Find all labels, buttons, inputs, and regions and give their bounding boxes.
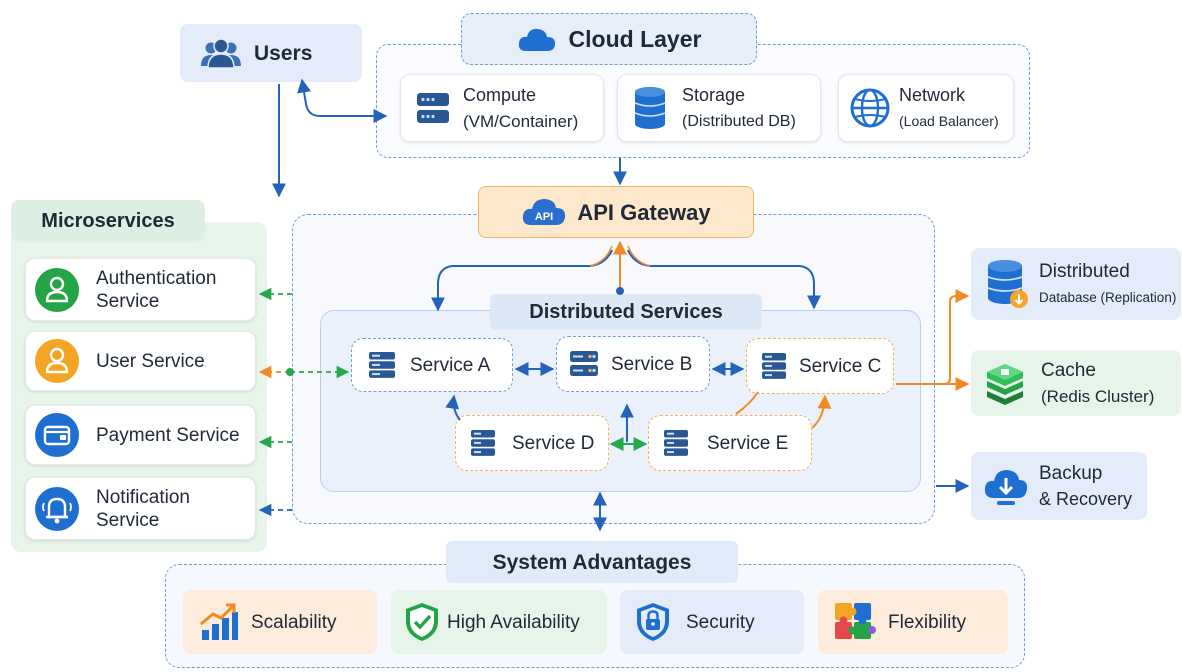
service-d-label: Service D xyxy=(512,432,595,454)
flexibility-label: Flexibility xyxy=(888,611,967,633)
api-gateway-label: API Gateway xyxy=(577,199,711,225)
security-label: Security xyxy=(686,611,755,633)
users-icon xyxy=(198,36,244,70)
growth-chart-icon xyxy=(199,602,239,642)
backup-title: Backup xyxy=(1039,462,1103,484)
high-availability-card[interactable]: High Availability xyxy=(391,590,607,654)
server-icon xyxy=(761,352,787,380)
compute-card[interactable]: Compute (VM/Container) xyxy=(400,74,604,142)
user-service-card[interactable]: User Service xyxy=(25,331,256,391)
distributed-services-header: Distributed Services xyxy=(490,294,762,330)
payment-service-label: Payment Service xyxy=(96,424,240,446)
cloud-icon xyxy=(517,25,557,53)
cloud-download-icon xyxy=(983,466,1029,506)
compute-subtitle: (VM/Container) xyxy=(463,111,579,131)
advantages-title: System Advantages xyxy=(492,550,692,574)
backup-subtitle: & Recovery xyxy=(1039,488,1133,509)
api-badge-text: API xyxy=(535,211,553,223)
server-icon xyxy=(470,429,496,457)
authentication-line2: Service xyxy=(96,290,160,312)
authentication-service-card[interactable]: Authentication Service xyxy=(25,258,256,321)
service-e-node[interactable]: Service E xyxy=(648,415,812,471)
shield-check-icon xyxy=(403,601,441,643)
service-a-node[interactable]: Service A xyxy=(351,338,513,392)
microservices-title: Microservices xyxy=(41,209,175,232)
lock-shield-icon xyxy=(634,601,672,643)
scalability-card[interactable]: Scalability xyxy=(183,590,377,654)
server-icon xyxy=(368,351,396,379)
advantages-header: System Advantages xyxy=(446,541,738,583)
server-icon xyxy=(569,350,599,378)
cloud-layer-header: Cloud Layer xyxy=(461,13,757,65)
network-title: Network xyxy=(899,84,966,105)
distributed-services-title: Distributed Services xyxy=(529,300,723,323)
service-b-node[interactable]: Service B xyxy=(556,336,710,392)
puzzle-icon xyxy=(832,600,878,644)
security-card[interactable]: Security xyxy=(620,590,804,654)
cache-title: Cache xyxy=(1041,359,1096,381)
flexibility-card[interactable]: Flexibility xyxy=(818,590,1008,654)
storage-card[interactable]: Storage (Distributed DB) xyxy=(617,74,821,142)
api-cloud-icon: API xyxy=(521,195,567,229)
wallet-icon xyxy=(34,412,80,458)
users-box[interactable]: Users xyxy=(180,24,362,82)
network-card[interactable]: Network (Load Balancer) xyxy=(838,74,1014,142)
service-d-node[interactable]: Service D xyxy=(455,415,609,471)
redis-stack-icon xyxy=(983,361,1027,405)
service-a-label: Service A xyxy=(410,354,491,376)
notification-line2: Service xyxy=(96,509,160,531)
cache-subtitle: (Redis Cluster) xyxy=(1041,386,1155,406)
authentication-line1: Authentication xyxy=(96,267,217,289)
server-icon xyxy=(415,90,451,126)
service-c-label: Service C xyxy=(799,355,882,377)
storage-subtitle: (Distributed DB) xyxy=(682,112,796,130)
notification-service-card[interactable]: Notification Service xyxy=(25,477,256,540)
microservices-header: Microservices xyxy=(11,200,205,242)
compute-title: Compute xyxy=(463,84,537,105)
bell-icon xyxy=(34,486,80,532)
cloud-layer-title: Cloud Layer xyxy=(568,25,702,52)
payment-service-card[interactable]: Payment Service xyxy=(25,405,256,465)
user-icon xyxy=(34,267,80,313)
service-e-label: Service E xyxy=(707,432,789,454)
backup-recovery-box[interactable]: Backup & Recovery xyxy=(971,452,1147,520)
users-label: Users xyxy=(254,41,313,65)
globe-icon xyxy=(849,87,891,129)
storage-title: Storage xyxy=(682,84,746,105)
service-b-label: Service B xyxy=(611,353,693,375)
distributed-database-box[interactable]: Distributed Database (Replication) xyxy=(971,248,1181,320)
user-profile-icon xyxy=(34,338,80,384)
cache-box[interactable]: Cache (Redis Cluster) xyxy=(971,350,1181,416)
users-cloud-arrow xyxy=(297,78,388,123)
service-c-node[interactable]: Service C xyxy=(746,338,894,394)
database-replication-icon xyxy=(985,259,1029,309)
high-availability-label: High Availability xyxy=(447,611,580,633)
database-icon xyxy=(632,86,668,130)
api-gateway-box[interactable]: API API Gateway xyxy=(478,186,754,238)
notification-line1: Notification xyxy=(96,486,190,508)
database-title: Distributed xyxy=(1039,260,1130,282)
database-subtitle: Database (Replication) xyxy=(1039,289,1177,305)
network-subtitle: (Load Balancer) xyxy=(899,112,999,129)
server-icon xyxy=(663,429,689,457)
scalability-label: Scalability xyxy=(251,611,337,633)
user-service-label: User Service xyxy=(96,350,205,372)
